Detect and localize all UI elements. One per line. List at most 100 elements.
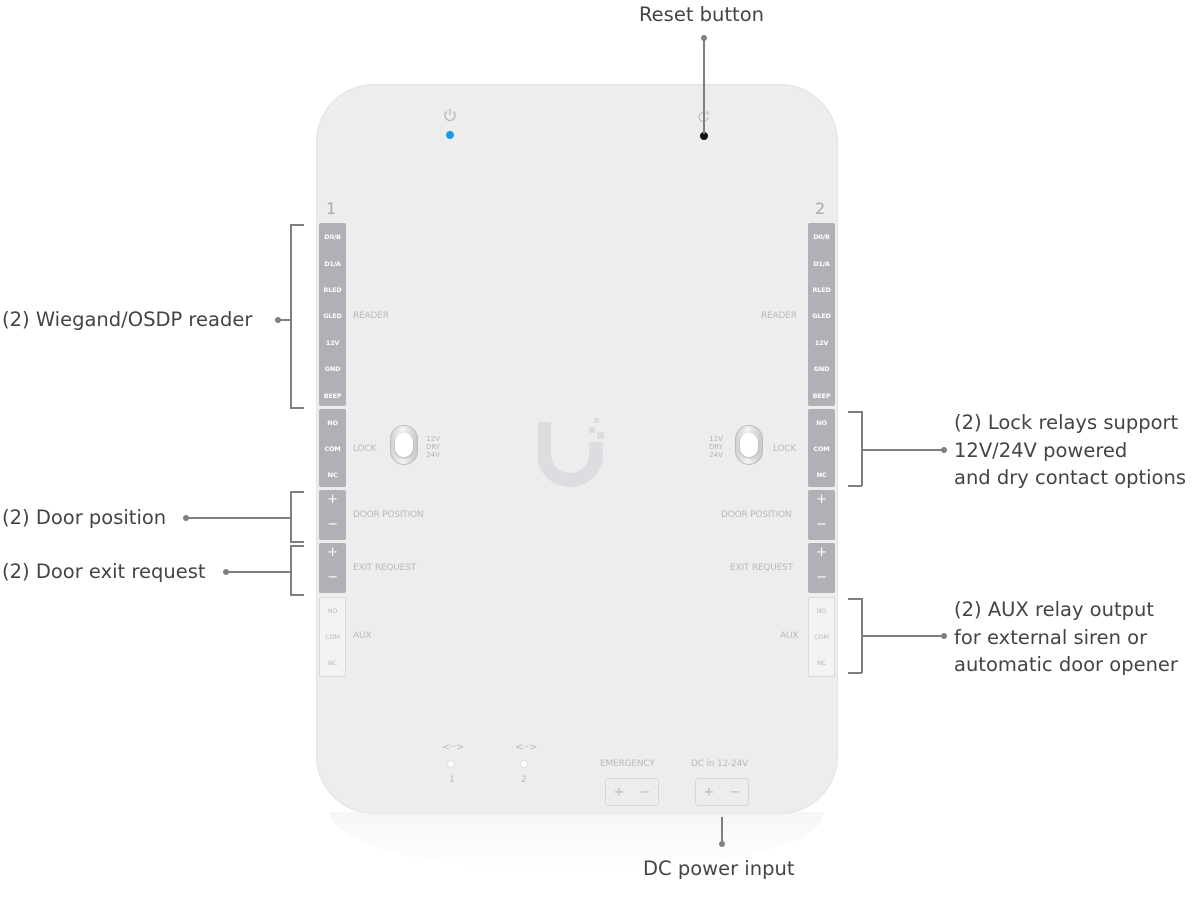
leader-line-dc — [721, 817, 723, 843]
pin-plus: + — [327, 492, 338, 507]
bracket-cap — [848, 672, 862, 674]
exit-request-label-2: EXIT REQUEST — [730, 563, 793, 573]
bracket-cap — [290, 491, 304, 493]
bracket-cap — [848, 598, 862, 600]
channel-2-number: 2 — [815, 199, 826, 218]
pin-rled: RLED — [323, 286, 342, 294]
bracket-cap — [290, 224, 304, 226]
callout-door-position: (2) Door position — [2, 506, 167, 529]
port-led-2 — [521, 761, 527, 767]
pin-12v: 12V — [814, 339, 829, 347]
bracket-door-position — [290, 491, 292, 542]
reader-terminal-2: D0/B D1/A RLED GLED 12V GND BEEP — [808, 223, 835, 406]
callout-lock-relays: (2) Lock relays support 12V/24V powered … — [954, 409, 1186, 492]
port-number-2: 2 — [521, 775, 527, 785]
pin-rled: RLED — [812, 286, 831, 294]
callout-line: 12V/24V powered — [954, 438, 1128, 462]
pin-nc: NC — [816, 659, 826, 667]
reader-label-2: READER — [761, 311, 797, 321]
leader-line-aux — [861, 635, 943, 637]
pin-plus: + — [703, 784, 715, 800]
lock-mode-switch-2[interactable] — [735, 425, 763, 465]
exit-request-terminal-2: + − — [808, 543, 835, 593]
lock-terminal-2: NO COM NC — [808, 409, 835, 487]
pin-plus: + — [327, 545, 338, 560]
pin-12v: 12V — [325, 339, 340, 347]
leader-line-reset — [703, 38, 705, 134]
pin-nc: NC — [327, 659, 337, 667]
exit-request-label-1: EXIT REQUEST — [353, 563, 416, 573]
port-number-1: 1 — [449, 775, 455, 785]
leader-dot — [719, 841, 725, 847]
pin-nc: NC — [816, 471, 827, 479]
power-icon — [444, 109, 456, 122]
leader-line-exit-request — [226, 571, 291, 573]
pin-plus: + — [816, 545, 827, 560]
lock-label-1: LOCK — [353, 444, 377, 454]
pin-beep: BEEP — [812, 392, 831, 400]
leader-dot — [941, 633, 947, 639]
lock-terminal-1: NO COM NC — [319, 409, 346, 487]
pin-gled: GLED — [323, 312, 342, 320]
pin-nc: NC — [327, 471, 338, 479]
lock-mode-switch-1[interactable] — [390, 425, 418, 465]
door-position-label-1: DOOR POSITION — [353, 510, 424, 520]
unifi-logo — [538, 418, 604, 487]
leader-line-reader — [278, 319, 291, 321]
status-led — [446, 131, 454, 139]
pin-minus: − — [639, 784, 651, 800]
pin-minus: − — [729, 784, 741, 800]
reader-label-1: READER — [353, 311, 389, 321]
pin-com: COM — [325, 633, 340, 641]
emergency-terminal: +− — [605, 778, 659, 806]
pin-com: COM — [814, 633, 829, 641]
exit-request-terminal-1: + − — [319, 543, 346, 593]
reset-icon — [698, 110, 710, 123]
bracket-reader — [290, 224, 292, 409]
bracket-cap — [290, 594, 304, 596]
pin-no: NO — [816, 419, 827, 427]
pin-no: NO — [327, 419, 338, 427]
bracket-cap — [290, 545, 304, 547]
door-position-terminal-2: + − — [808, 490, 835, 540]
bracket-cap — [290, 541, 304, 543]
aux-label-1: AUX — [353, 631, 372, 641]
port-led-1 — [448, 761, 454, 767]
pin-gled: GLED — [812, 312, 831, 320]
pin-beep: BEEP — [323, 392, 342, 400]
leader-line-door-position — [186, 517, 291, 519]
bracket-cap — [848, 485, 862, 487]
door-position-label-2: DOOR POSITION — [721, 510, 792, 520]
pin-plus: + — [613, 784, 625, 800]
callout-line: for external siren or — [954, 625, 1148, 649]
bracket-cap — [290, 407, 304, 409]
aux-terminal-1: NO COM NC — [319, 597, 346, 677]
leader-line-lock — [861, 449, 943, 451]
pin-com: COM — [324, 445, 341, 453]
callout-line: automatic door opener — [954, 653, 1178, 676]
aux-terminal-2: NO COM NC — [808, 597, 835, 677]
channel-1-number: 1 — [326, 199, 337, 218]
callout-line: (2) Lock relays support — [954, 411, 1179, 434]
leader-dot — [941, 447, 947, 453]
bracket-cap — [848, 411, 862, 413]
pin-minus: − — [327, 570, 338, 585]
pin-d0b: D0/B — [813, 233, 830, 241]
pin-d0b: D0/B — [324, 233, 341, 241]
aux-label-2: AUX — [780, 631, 799, 641]
callout-exit-request: (2) Door exit request — [2, 560, 206, 583]
callout-line: and dry contact options — [954, 466, 1187, 489]
dc-in-label: DC in 12-24V — [691, 759, 749, 769]
pin-no: NO — [327, 607, 338, 615]
pin-minus: − — [816, 570, 827, 585]
pin-no: NO — [816, 607, 827, 615]
pin-d1a: D1/A — [324, 260, 341, 268]
pin-com: COM — [813, 445, 830, 453]
port-link-icon-2: <··> — [515, 742, 538, 753]
emergency-label: EMERGENCY — [600, 759, 655, 769]
pin-minus: − — [327, 517, 338, 532]
callout-line: (2) AUX relay output — [954, 598, 1154, 621]
reset-button[interactable] — [700, 132, 708, 140]
